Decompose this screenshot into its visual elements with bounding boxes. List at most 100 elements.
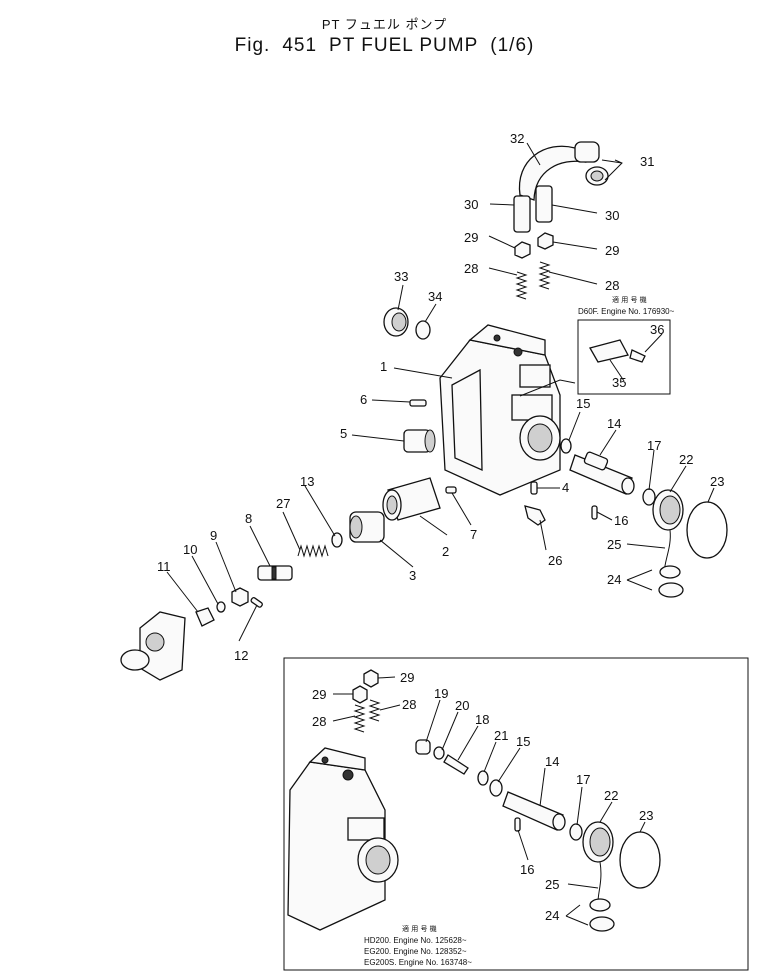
spring-pair-28 [515, 261, 551, 300]
inset-upper-frame [577, 319, 671, 395]
callout-17: 17 [647, 438, 661, 453]
callout-33: 33 [394, 269, 408, 284]
inset-lower-callouts: 29 29 28 28 19 20 18 21 15 14 17 22 23 1… [312, 670, 653, 923]
washer-10 [216, 601, 226, 613]
cap-33 [383, 307, 409, 337]
callout-28-left: 28 [464, 261, 478, 276]
callout-35: 35 [612, 375, 626, 390]
inset-lower-parts [287, 669, 661, 932]
washer-13 [331, 532, 343, 548]
snap-ring-23 [686, 501, 728, 559]
callout-28-right: 28 [605, 278, 619, 293]
bushing-2 [382, 477, 441, 521]
plug-3 [349, 511, 385, 543]
callout-5: 5 [340, 426, 347, 441]
main-leader-lines [166, 142, 715, 642]
washer-17 [642, 488, 656, 506]
sleeve-pair-30 [513, 185, 553, 233]
callout-24: 24 [607, 572, 621, 587]
inset-callout-15: 15 [516, 734, 530, 749]
inset-callout-29-lower: 29 [312, 687, 326, 702]
callout-10: 10 [183, 542, 197, 557]
seal-pair-24 [658, 565, 684, 598]
callout-30-left: 30 [464, 197, 478, 212]
callout-30-right: 30 [605, 208, 619, 223]
inset-callout-21: 21 [494, 728, 508, 743]
callout-12: 12 [234, 648, 248, 663]
inset-lower-frame [283, 657, 749, 971]
callout-36: 36 [650, 322, 664, 337]
inset-callout-18: 18 [475, 712, 489, 727]
callout-11: 11 [157, 559, 171, 574]
shaft-14 [569, 451, 635, 495]
inset-upper-note-line: D60F. Engine No. 176930~ [578, 307, 675, 316]
inset-lower-leader-lines [332, 676, 646, 926]
inset-callout-29-upper: 29 [400, 670, 414, 685]
nut-pair-29 [514, 232, 554, 259]
tube-assembly-32 [518, 141, 609, 201]
callout-31: 31 [640, 154, 654, 169]
plate-35 [589, 339, 629, 363]
japanese-title: PT フュエル ポンプ [321, 17, 448, 32]
callout-29-right: 29 [605, 243, 619, 258]
inset-lower-note-line-2: EG200. Engine No. 128352~ [364, 947, 467, 956]
fig-number: 451 [282, 35, 318, 56]
callout-8: 8 [245, 511, 252, 526]
elbow-26 [524, 505, 546, 526]
inset-callout-28-right: 28 [402, 697, 416, 712]
inset-callout-28-left: 28 [312, 714, 326, 729]
inset-callout-24: 24 [545, 908, 559, 923]
title-en: PT FUEL PUMP [329, 35, 479, 56]
callout-34: 34 [428, 289, 442, 304]
inset-callout-14: 14 [545, 754, 559, 769]
callout-4: 4 [562, 480, 569, 495]
callout-13: 13 [300, 474, 314, 489]
callout-27: 27 [276, 496, 290, 511]
pin-12 [250, 597, 263, 608]
inset-callout-25: 25 [545, 877, 559, 892]
pin-7 [445, 486, 457, 494]
o-ring-34 [415, 320, 431, 340]
inset-lower-note: 適 用 号 機 HD200. Engine No. 125628~ EG200.… [364, 924, 472, 967]
pin-6 [409, 399, 427, 407]
callout-14: 14 [607, 416, 621, 431]
inset-lower-note-line-3: EG200S. Engine No. 163748~ [364, 958, 472, 967]
inset-callout-17: 17 [576, 772, 590, 787]
callout-29-left: 29 [464, 230, 478, 245]
callout-22: 22 [679, 452, 693, 467]
plate-11 [195, 607, 215, 627]
nut-9 [231, 587, 249, 607]
callout-25: 25 [607, 537, 621, 552]
inset-callout-22: 22 [604, 788, 618, 803]
fig-label: Fig. [234, 35, 271, 56]
inset-callout-16: 16 [520, 862, 534, 877]
inset-callout-20: 20 [455, 698, 469, 713]
bushing-5 [403, 429, 436, 453]
callout-2: 2 [442, 544, 449, 559]
cover-22 [652, 489, 684, 531]
inset-lower-note-line-1: HD200. Engine No. 125628~ [364, 936, 467, 945]
inset-lower-note-jp: 適 用 号 機 [402, 924, 437, 933]
figure-title-block: PT フュエル ポンプ Fig. 451 PT FUEL PUMP (1/6) [0, 14, 769, 57]
sheet-number: (1/6) [490, 35, 535, 56]
main-callouts: 32 31 30 30 29 29 28 28 33 34 1 6 5 15 1… [157, 131, 724, 663]
inset-callout-19: 19 [434, 686, 448, 701]
plunger-8 [257, 565, 293, 581]
callout-26: 26 [548, 553, 562, 568]
callout-16: 16 [614, 513, 628, 528]
gear-drive-cover [120, 611, 186, 681]
english-title: Fig. 451 PT FUEL PUMP (1/6) [0, 35, 769, 57]
callout-6: 6 [360, 392, 367, 407]
callout-9: 9 [210, 528, 217, 543]
key-16 [591, 505, 598, 520]
pin-4 [530, 481, 538, 495]
screw-36 [629, 349, 646, 363]
callout-1: 1 [380, 359, 387, 374]
inset-upper-note-jp: 適 用 号 機 [612, 295, 647, 304]
callout-23: 23 [710, 474, 724, 489]
callout-15: 15 [576, 396, 590, 411]
callout-32: 32 [510, 131, 524, 146]
pump-housing-1 [439, 324, 561, 496]
callout-7: 7 [470, 527, 477, 542]
